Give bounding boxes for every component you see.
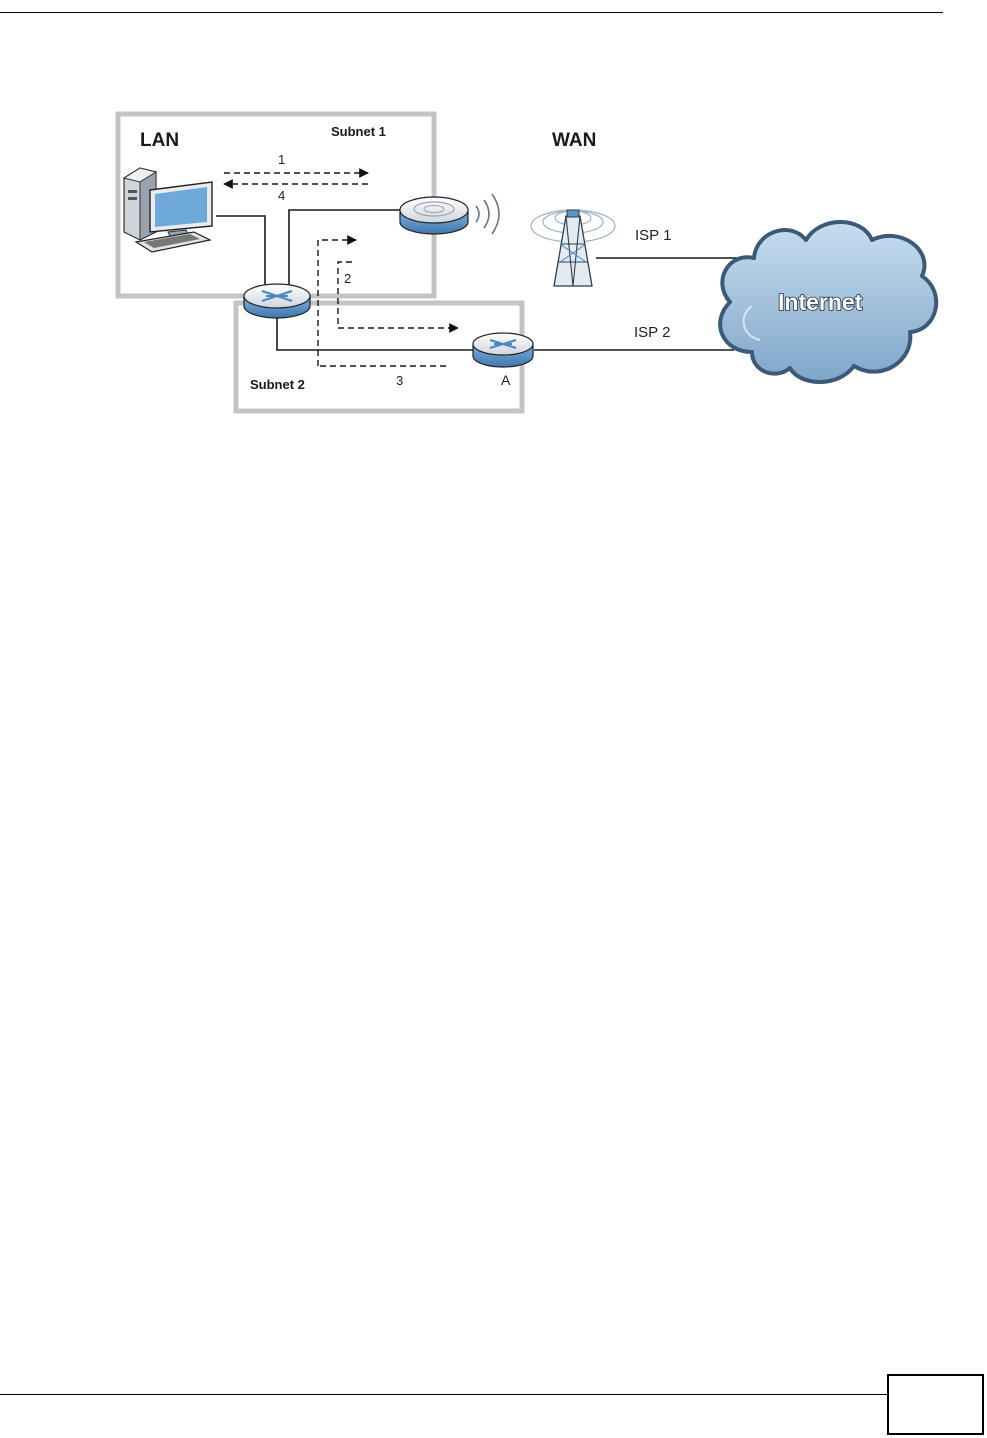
wan-label: WAN <box>552 130 596 151</box>
lan-label: LAN <box>140 130 179 151</box>
isp1-label: ISP 1 <box>635 227 671 244</box>
wireless-access-point-icon <box>400 197 468 234</box>
flow-step-4: 4 <box>278 188 285 203</box>
cell-tower-icon <box>531 210 615 286</box>
lan-router-icon <box>244 284 310 318</box>
internet-label: Internet <box>778 289 863 315</box>
subnet2-label: Subnet 2 <box>250 377 305 392</box>
footer-rule <box>0 1394 887 1395</box>
router-a-label: A <box>501 372 511 388</box>
subnet1-label: Subnet 1 <box>331 124 386 139</box>
flow-step-3: 3 <box>396 373 403 388</box>
flow-step-1: 1 <box>278 152 285 167</box>
flow-step-2: 2 <box>344 271 351 286</box>
router-a-icon <box>473 333 533 367</box>
page-number-box <box>887 1374 984 1435</box>
wifi-waves-icon <box>476 194 499 234</box>
network-diagram: LAN Subnet 1 WAN Subnet 2 1 4 2 3 <box>0 0 987 430</box>
isp2-label: ISP 2 <box>634 324 670 341</box>
computer-icon <box>124 168 212 252</box>
